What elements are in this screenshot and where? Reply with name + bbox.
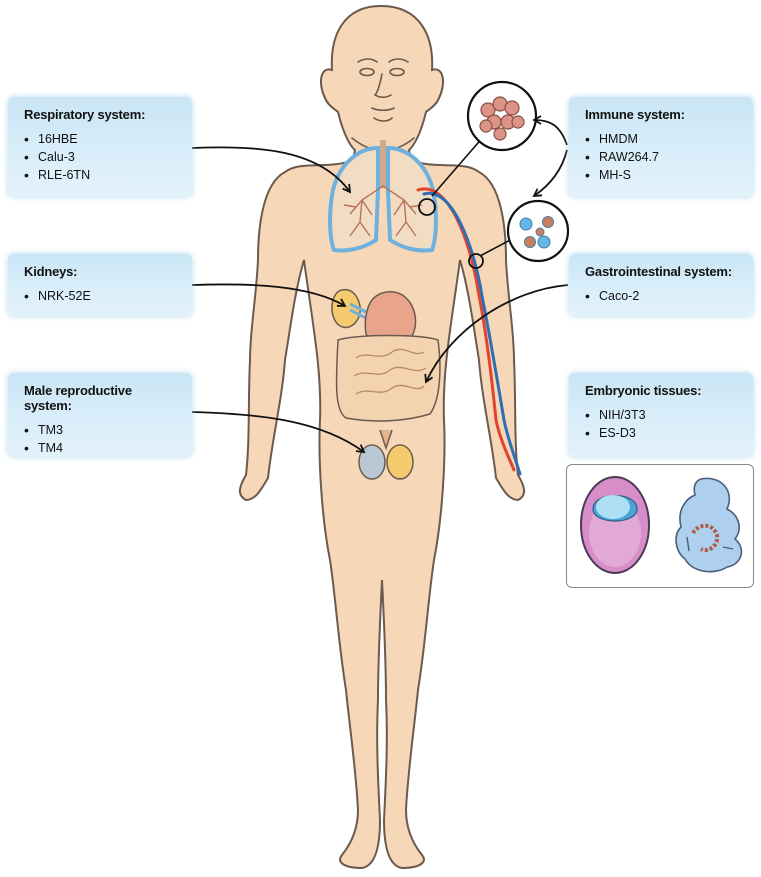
embryonic-panel: Embryonic tissues: NIH/3T3 ES-D3 bbox=[569, 373, 753, 457]
immune-panel: Immune system: HMDM RAW264.7 MH-S bbox=[569, 97, 753, 197]
cell-line-item: Calu-3 bbox=[24, 148, 180, 166]
cell-line-item: NRK-52E bbox=[24, 287, 180, 305]
cell-line-item: HMDM bbox=[585, 130, 741, 148]
lung-marker-circle bbox=[418, 198, 436, 216]
kidneys-title: Kidneys: bbox=[24, 264, 78, 279]
alveoli-icon bbox=[431, 80, 538, 197]
embryonic-title: Embryonic tissues: bbox=[585, 383, 702, 398]
cell-line-item: RLE-6TN bbox=[24, 166, 180, 184]
cell-line-item: Caco-2 bbox=[585, 287, 741, 305]
vessel-marker-circle bbox=[468, 253, 484, 269]
arrow-immune-to-cells bbox=[532, 149, 568, 198]
arrow-gastrointestinal bbox=[424, 284, 569, 384]
male-reproductive-panel: Male reproductive system: TM3 TM4 bbox=[8, 373, 192, 457]
embryonic-list: NIH/3T3 ES-D3 bbox=[585, 406, 741, 442]
respiratory-title: Respiratory system: bbox=[24, 107, 146, 122]
cell-line-item: TM3 bbox=[24, 421, 180, 439]
blood-vessels bbox=[416, 187, 522, 476]
lungs bbox=[328, 140, 438, 253]
male-reproductive-title: Male reproductive system: bbox=[24, 383, 132, 413]
respiratory-list: 16HBE Calu-3 RLE-6TN bbox=[24, 130, 180, 184]
cell-line-item: ES-D3 bbox=[585, 424, 741, 442]
immune-list: HMDM RAW264.7 MH-S bbox=[585, 130, 741, 184]
kidneys-panel: Kidneys: NRK-52E bbox=[8, 254, 192, 316]
male-reproductive-list: TM3 TM4 bbox=[24, 421, 180, 457]
gastrointestinal-list: Caco-2 bbox=[585, 287, 741, 305]
arrow-respiratory bbox=[191, 146, 352, 194]
cell-line-item: TM4 bbox=[24, 439, 180, 457]
arrow-male-reproductive bbox=[191, 411, 366, 454]
cell-line-item: RAW264.7 bbox=[585, 148, 741, 166]
blastocyst-icon bbox=[580, 476, 650, 574]
cell-line-item: MH-S bbox=[585, 166, 741, 184]
embryo-icon bbox=[675, 477, 743, 573]
cell-line-item: NIH/3T3 bbox=[585, 406, 741, 424]
immune-cells-icon bbox=[479, 199, 570, 263]
embryo-illustration-frame bbox=[566, 464, 754, 588]
male-reproductive-organs bbox=[358, 429, 414, 480]
gastrointestinal-panel: Gastrointestinal system: Caco-2 bbox=[569, 254, 753, 316]
gastrointestinal-title: Gastrointestinal system: bbox=[585, 264, 732, 279]
kidneys-list: NRK-52E bbox=[24, 287, 180, 305]
arrow-immune-to-alveoli bbox=[532, 115, 568, 146]
embryo-illustrations bbox=[580, 476, 743, 574]
cell-line-item: 16HBE bbox=[24, 130, 180, 148]
respiratory-panel: Respiratory system: 16HBE Calu-3 RLE-6TN bbox=[8, 97, 192, 197]
arrow-kidneys bbox=[191, 283, 347, 307]
intestines bbox=[335, 334, 441, 422]
immune-title: Immune system: bbox=[585, 107, 685, 122]
